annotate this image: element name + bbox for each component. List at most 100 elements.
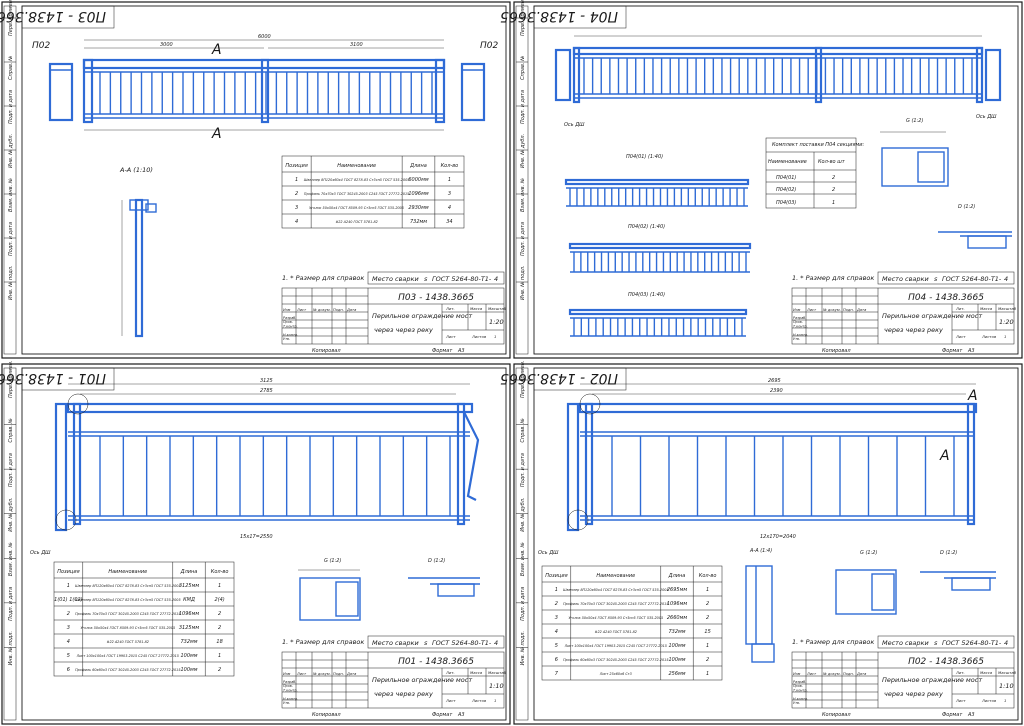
stamp-role: Утв. — [793, 701, 800, 705]
kit-row-name: П04(01) — [776, 175, 796, 181]
balusters — [611, 436, 955, 516]
post-mark-right: П02 — [480, 41, 498, 51]
table-cell-qty: 2 — [706, 601, 709, 607]
title-line-1: Перильное ограждение мост — [882, 312, 982, 320]
weld-label: Место сварки — [882, 639, 929, 647]
table-cell-qty: 1 — [218, 653, 221, 659]
scale-label: Масштаб — [488, 670, 507, 675]
sheets-label: Листов — [981, 698, 997, 703]
table-cell-name: #22 А240 ГОСТ 5781-82 — [595, 630, 637, 634]
axis-label: Ось ДШ — [30, 550, 51, 556]
dim-total: 3125 — [260, 378, 273, 384]
side-label: Взам. инв. № — [8, 178, 14, 212]
inner-frame — [21, 367, 507, 721]
mass-label: Масса — [980, 670, 993, 675]
format-value: А3 — [457, 348, 465, 354]
format-value: А3 — [457, 712, 465, 718]
table-cell-pos: 2 — [295, 191, 298, 197]
stamp-col-label: Дата — [856, 672, 866, 676]
table-cell-qty: 4 — [448, 205, 451, 211]
table-cell-name: Профиль 70х70х3 ГОСТ 30245-2003 С245 ГОС… — [563, 602, 668, 606]
document-code: П01 - 1438.3665 — [398, 657, 474, 667]
section-title: А-А (1:10) — [119, 166, 153, 174]
detail-g: G (1:2) — [298, 558, 361, 621]
table-cell-pos: 7 — [555, 671, 559, 677]
weld-label: Место сварки — [882, 275, 929, 283]
weld-size: 4 — [1004, 275, 1008, 283]
sheets-label: Листов — [471, 334, 487, 339]
table-cell-qty: 1 — [706, 671, 709, 677]
table-header: Кол-во — [211, 569, 229, 575]
table-cell-name: Уголок 50х50х4 ГОСТ 8509-93 Ст3сп5 ГОСТ … — [568, 616, 663, 620]
kit-row-qty: 1 — [832, 200, 835, 206]
stamp-col-label: Дата — [346, 672, 356, 676]
weld-gost: ГОСТ 5264-80-Т1- — [432, 639, 492, 647]
table-cell-name: Швеллер 8П120х60х4 ГОСТ 8278-83 Ст3сп5 Г… — [75, 584, 181, 588]
stamp-role: Пров. — [283, 684, 293, 688]
table-cell-qty: 18 — [216, 639, 222, 645]
table-cell-qty: 1 — [218, 583, 221, 589]
title-line-1: Перильное ограждение мост — [372, 676, 472, 684]
table-cell-pos: 3 — [67, 625, 70, 631]
balusters — [99, 436, 451, 516]
table-cell-name: Лист 100х100х4 ГОСТ 19903-2015 С245 ГОСТ… — [76, 654, 179, 658]
table-cell-name: #22 А240 ГОСТ 5781-82 — [335, 220, 377, 224]
table-row: 2 Профиль 70х70х3 ГОСТ 30245-2003 С245 ГО… — [555, 601, 709, 607]
table-cell-length: 1096мм — [408, 191, 428, 197]
stamp-col-label: № докум. — [822, 308, 841, 312]
side-label: Справ. № — [520, 56, 526, 80]
table-header: Длина — [668, 573, 686, 579]
scale-label: Масштаб — [998, 670, 1017, 675]
detail-g: G (1:2) — [835, 550, 897, 615]
sheet-border — [1, 1, 511, 359]
stamp-code: П02 - 1438.3665 — [500, 370, 618, 386]
weld-size: 4 — [494, 639, 498, 647]
table-cell-pos: 3 — [295, 205, 298, 211]
stamp-col-label: Изм — [283, 672, 291, 676]
size-note: 1. * Размер для справок — [282, 638, 364, 646]
table-header: Позиция — [57, 569, 79, 575]
view-p04-01: П04(01) (1:40) — [564, 154, 750, 207]
table-cell-qty: 1 — [448, 177, 451, 183]
section-a-a: А-А (1:10) — [119, 166, 157, 338]
title-line-1: Перильное ограждение мост — [372, 312, 472, 320]
stamp-role: Разраб. — [283, 680, 296, 684]
stamp-role: Н.контр. — [793, 697, 808, 701]
detail-d: D (1:2) — [938, 204, 1012, 249]
section-mark-bottom: А — [211, 126, 222, 142]
section-mark-top: А — [967, 388, 978, 404]
sheet-label: Лист — [445, 334, 456, 339]
weld-gost: ГОСТ 5264-80-Т1- — [432, 275, 492, 283]
title-line-2: через через реку — [884, 690, 943, 698]
table-cell-name: Уголок 50х50х4 ГОСТ 8509-93 Ст3сп5 ГОСТ … — [309, 206, 404, 210]
side-label: Инв. № подл. — [8, 266, 14, 301]
dim-total: 6000 — [258, 34, 271, 40]
inner-frame — [21, 5, 507, 355]
side-label: Перв. примен. — [520, 360, 526, 398]
table-cell-qty: 2 — [706, 615, 709, 621]
axis-label: Ось ДШ — [538, 550, 559, 556]
table-cell-name: Лист 100х100х4 ГОСТ 19903-2015 С245 ГОСТ… — [564, 644, 667, 648]
copied-label: Копировал — [822, 348, 851, 354]
kit-row-qty: 2 — [832, 187, 835, 193]
table-cell-pos: 3 — [555, 615, 558, 621]
stamp-col-label: Изм — [283, 308, 291, 312]
format-label: Формат — [942, 348, 963, 354]
side-label: Перв. примен. — [520, 0, 526, 36]
table-cell-pos: 6 — [67, 667, 70, 673]
table-header: Кол-во — [441, 163, 459, 169]
format-label: Формат — [432, 712, 453, 718]
dim-right: 3100 — [350, 42, 363, 48]
side-label: Перв. примен. — [8, 360, 14, 398]
table-cell-name: Профиль 70х70х3 ГОСТ 30245-2003 С245 ГОС… — [75, 612, 180, 616]
kit-header-qty: Кол-во шт — [818, 159, 846, 165]
stamp-role: Утв. — [283, 701, 290, 705]
balusters — [99, 72, 433, 114]
weld-gost: ГОСТ 5264-80-Т1- — [942, 275, 1002, 283]
weld-label: Место сварки — [372, 275, 419, 283]
